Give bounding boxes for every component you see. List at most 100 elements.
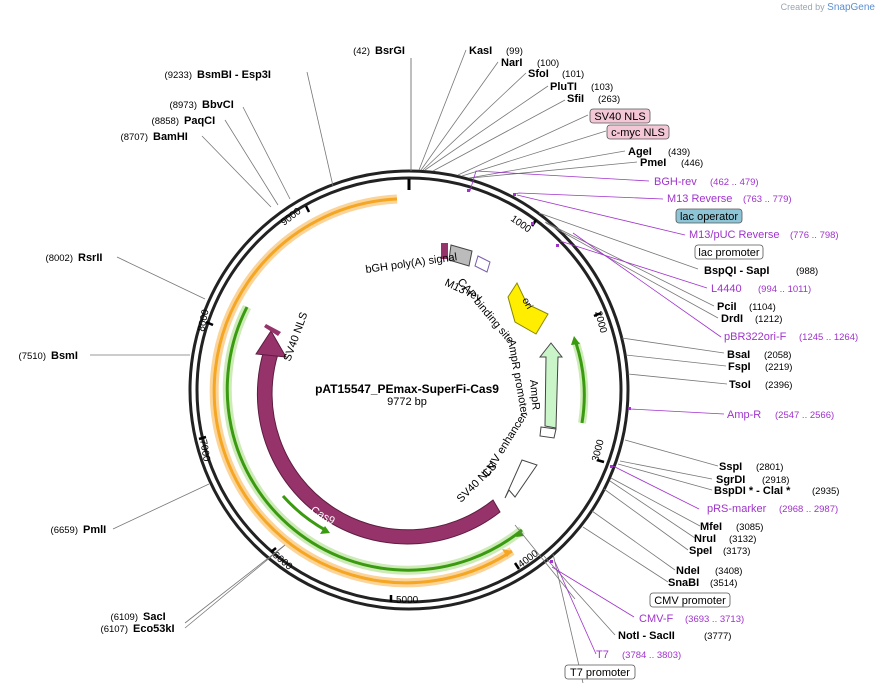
box-cmv-promoter: CMV promoter bbox=[649, 592, 731, 608]
right-sites: KasI(99) NarI(100) SfoI(101) PluTI(103) … bbox=[469, 45, 839, 642]
plasmid-name: pAT15547_PEmax-SuperFi-Cas9 bbox=[315, 382, 499, 396]
svg-text:Eco53kI: Eco53kI bbox=[133, 623, 175, 635]
svg-text:(763 .. 779): (763 .. 779) bbox=[743, 194, 792, 205]
svg-text:(462 .. 479): (462 .. 479) bbox=[710, 177, 759, 188]
svg-text:BsrGI: BsrGI bbox=[375, 45, 405, 57]
svg-text:SnaBI: SnaBI bbox=[668, 577, 699, 589]
svg-text:SacI: SacI bbox=[143, 611, 166, 623]
svg-text:L4440: L4440 bbox=[711, 283, 742, 295]
primer-prs-marker: pRS-marker (2968 .. 2987) bbox=[707, 503, 838, 515]
site-bsmbi: (9233) BsmBI - Esp3I bbox=[165, 69, 271, 81]
site-eco53ki: (6107) Eco53kI bbox=[101, 623, 175, 635]
site-tsoi: TsoI (2396) bbox=[729, 379, 792, 391]
svg-text:(42): (42) bbox=[353, 46, 370, 57]
svg-text:MfeI: MfeI bbox=[700, 521, 722, 533]
svg-text:BbvCI: BbvCI bbox=[202, 99, 234, 111]
svg-text:pBR322ori-F: pBR322ori-F bbox=[724, 331, 787, 343]
green-orf bbox=[225, 306, 523, 572]
ampr-promoter-marker bbox=[539, 426, 557, 439]
boxed-labels: SV40 NLS c-myc NLS lac operator lac prom… bbox=[564, 108, 764, 680]
svg-text:PciI: PciI bbox=[717, 301, 737, 313]
svg-text:SspI: SspI bbox=[719, 461, 742, 473]
green-orf-arrowhead bbox=[516, 529, 524, 537]
svg-text:BsmI: BsmI bbox=[51, 350, 78, 362]
svg-text:(2396): (2396) bbox=[765, 380, 792, 391]
svg-text:T7 promoter: T7 promoter bbox=[570, 667, 630, 679]
svg-text:M13 Reverse: M13 Reverse bbox=[667, 193, 732, 205]
sv40-nls-label-right: SV40 NLS bbox=[455, 460, 500, 505]
svg-text:(3784 .. 3803): (3784 .. 3803) bbox=[622, 650, 681, 661]
svg-text:KasI: KasI bbox=[469, 45, 492, 57]
svg-text:RsrII: RsrII bbox=[78, 252, 102, 264]
ampr-promoter-label: AmpR promoter bbox=[505, 338, 530, 417]
svg-text:(994 .. 1011): (994 .. 1011) bbox=[758, 284, 811, 295]
site-sfoi: SfoI (101) bbox=[528, 68, 584, 80]
svg-text:(3132): (3132) bbox=[729, 534, 756, 545]
site-pcii: PciI(1104) bbox=[717, 301, 776, 313]
site-fspi: FspI(2219) bbox=[728, 361, 792, 373]
site-bamhi: (8707) BamHI bbox=[121, 131, 188, 143]
svg-text:PluTI: PluTI bbox=[550, 81, 577, 93]
backbone-inner bbox=[195, 176, 623, 604]
orange-arrowhead bbox=[502, 549, 512, 557]
svg-text:(6107): (6107) bbox=[101, 624, 128, 635]
svg-text:AgeI: AgeI bbox=[628, 146, 652, 158]
site-kasi: KasI(99) bbox=[469, 45, 523, 57]
cas9-arrowhead bbox=[255, 330, 287, 358]
site-bbvci: (8973) BbvCI bbox=[170, 99, 234, 111]
site-ndei: NdeI(3408) bbox=[676, 565, 742, 577]
cap-site-marker bbox=[474, 255, 491, 273]
svg-text:c-myc NLS: c-myc NLS bbox=[611, 127, 665, 139]
site-snabi: SnaBI(3514) bbox=[668, 577, 737, 589]
box-lac-operator: lac operator bbox=[675, 208, 743, 224]
svg-text:(3408): (3408) bbox=[715, 566, 742, 577]
svg-text:TsoI: TsoI bbox=[729, 379, 751, 391]
box-c-myc-nls: c-myc NLS bbox=[606, 124, 670, 140]
svg-text:(1245 .. 1264): (1245 .. 1264) bbox=[799, 332, 858, 343]
box-lac-promoter: lac promoter bbox=[694, 244, 764, 260]
bgh-polya-feature bbox=[448, 244, 473, 267]
svg-text:SfoI: SfoI bbox=[528, 68, 549, 80]
svg-text:NotI - SacII: NotI - SacII bbox=[618, 630, 675, 642]
plasmid-length: 9772 bp bbox=[387, 396, 427, 408]
svg-text:PmlI: PmlI bbox=[83, 524, 106, 536]
svg-text:SpeI: SpeI bbox=[689, 545, 712, 557]
sv40-nls-marker bbox=[264, 324, 281, 336]
site-nrui: NruI(3132) bbox=[694, 533, 756, 545]
svg-text:SfiI: SfiI bbox=[567, 93, 584, 105]
svg-text:DrdI: DrdI bbox=[721, 313, 743, 325]
snapgene-logo: SnapGene bbox=[827, 2, 875, 13]
tick-labels: 1000 2000 3000 4000 5000 6000 7000 8000 … bbox=[196, 206, 608, 606]
tick-7000: 7000 bbox=[197, 439, 212, 463]
svg-text:PmeI: PmeI bbox=[640, 157, 666, 169]
site-sfii: SfiI (263) bbox=[567, 93, 620, 105]
svg-text:pRS-marker: pRS-marker bbox=[707, 503, 767, 515]
ori-label: ori bbox=[519, 296, 534, 311]
site-sspi: SspI(2801) bbox=[719, 461, 783, 473]
primer-pbr322ori-f: pBR322ori-F (1245 .. 1264) bbox=[724, 331, 858, 343]
primer-amp-r: Amp-R(2547 .. 2566) bbox=[727, 409, 834, 421]
svg-text:CMV promoter: CMV promoter bbox=[654, 595, 726, 607]
svg-text:(3173): (3173) bbox=[723, 546, 750, 557]
svg-text:(2968 .. 2987): (2968 .. 2987) bbox=[779, 504, 838, 515]
site-pmei: PmeI(446) bbox=[640, 157, 703, 169]
site-sgrdi: SgrDI(2918) bbox=[716, 474, 789, 486]
cap-binding-label: CAP binding site bbox=[455, 276, 516, 346]
svg-text:BsaI: BsaI bbox=[727, 349, 750, 361]
site-rsrii: (8002) RsrII bbox=[46, 252, 103, 264]
svg-text:Amp-R: Amp-R bbox=[727, 409, 761, 421]
svg-text:BGH-rev: BGH-rev bbox=[654, 176, 697, 188]
svg-text:(101): (101) bbox=[562, 69, 584, 80]
backbone-outer bbox=[188, 169, 630, 611]
orange-feature bbox=[212, 197, 513, 585]
svg-text:M13/pUC Reverse: M13/pUC Reverse bbox=[689, 229, 779, 241]
green-small-arrowhead bbox=[320, 526, 330, 534]
primer-cmv-f: CMV-F(3693 .. 3713) bbox=[639, 613, 744, 625]
ori-feature bbox=[507, 281, 549, 335]
svg-text:(263): (263) bbox=[598, 94, 620, 105]
svg-text:(100): (100) bbox=[537, 58, 559, 69]
site-saci: (6109) SacI bbox=[111, 611, 166, 623]
bgh-polya-marker bbox=[441, 243, 448, 259]
svg-text:(8707): (8707) bbox=[121, 132, 148, 143]
